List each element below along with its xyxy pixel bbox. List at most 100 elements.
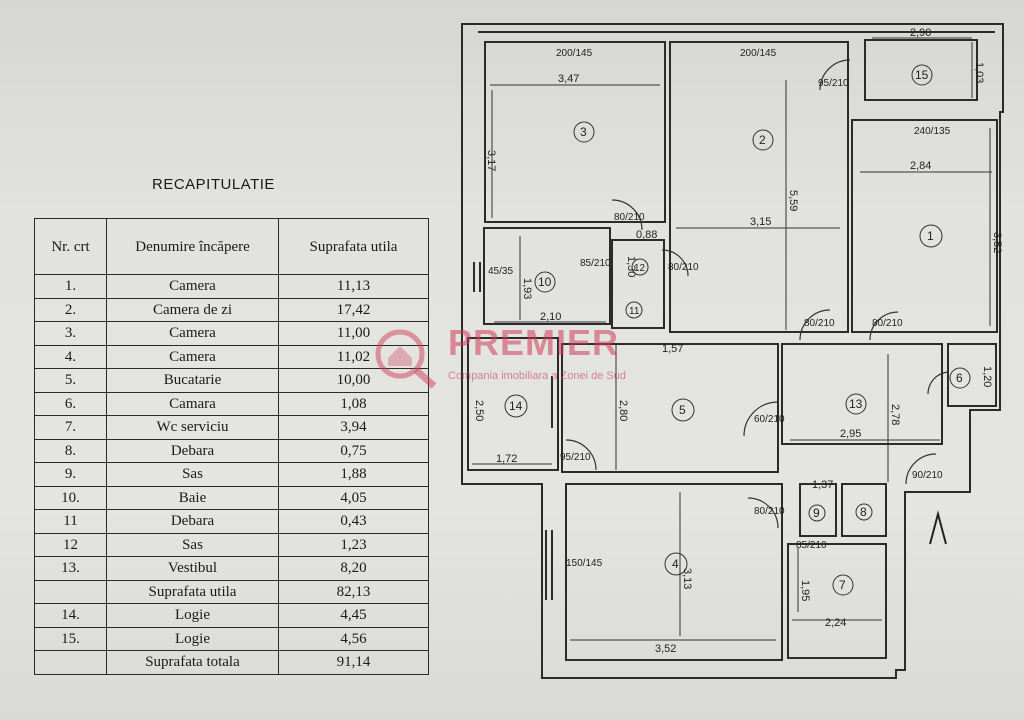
cell-nr: 14. — [34, 603, 107, 628]
room-11-12-outline — [611, 239, 665, 329]
window-label: 150/145 — [566, 558, 603, 569]
window-label: 200/145 — [740, 48, 777, 59]
dim-label: 3,15 — [750, 216, 771, 228]
door-label: 80/210 — [804, 318, 835, 329]
cell-nr: 2. — [34, 297, 107, 322]
room-number: 2 — [759, 133, 766, 147]
cell-name: Suprafata totala — [106, 650, 279, 675]
cell-name: Wc serviciu — [106, 415, 279, 440]
window-label: 45/35 — [488, 266, 513, 277]
dim-label: 2,95 — [840, 428, 861, 440]
room-number: 12 — [634, 263, 646, 274]
room-10-outline — [483, 227, 611, 325]
cell-name: Camera de zi — [106, 297, 279, 322]
cell-nr: 5. — [34, 368, 107, 393]
window-mark — [551, 376, 559, 428]
room-9-outline — [799, 483, 837, 537]
dim-label: 3,17 — [485, 150, 497, 171]
watermark: PREMIER Compania imobiliara a Zonei de S… — [356, 318, 696, 398]
door-label: 80/210 — [872, 318, 903, 329]
window-label: 200/145 — [556, 48, 593, 59]
cell-name: Logie — [106, 626, 279, 651]
cell-area: 0,75 — [278, 438, 429, 463]
door-label: 95/210 — [560, 452, 591, 463]
dim-label: 1,95 — [799, 580, 811, 601]
cell-area: 4,56 — [278, 626, 429, 651]
room-number: 14 — [509, 399, 523, 413]
cell-nr: 10. — [34, 485, 107, 510]
dim-label: 0,88 — [636, 229, 657, 241]
door-label: 80/210 — [754, 506, 785, 517]
cell-area: 8,20 — [278, 556, 429, 581]
room-number: 1 — [927, 229, 934, 243]
door-label: 90/210 — [912, 470, 943, 481]
cell-nr: 4. — [34, 344, 107, 369]
room-6-outline — [947, 343, 997, 407]
cell-nr: 6. — [34, 391, 107, 416]
door-swing — [905, 453, 937, 485]
cell-name: Debara — [106, 438, 279, 463]
room-number: 15 — [915, 68, 929, 82]
door-swing — [869, 311, 899, 341]
dim-label: 3,52 — [655, 643, 676, 655]
room-number: 6 — [956, 371, 963, 385]
dim-label: 1,72 — [496, 453, 517, 465]
door-swing — [819, 59, 851, 91]
room-number: 3 — [580, 125, 587, 139]
cell-nr: 9. — [34, 462, 107, 487]
room-3-outline — [484, 41, 666, 223]
dim-label: 3,47 — [558, 73, 579, 85]
room-2-outline — [669, 41, 849, 333]
dim-label: 2,84 — [910, 160, 931, 172]
cell-name: Camera — [106, 344, 279, 369]
cell-area: 1,88 — [278, 462, 429, 487]
door-swing — [661, 249, 689, 277]
cell-area: 4,05 — [278, 485, 429, 510]
dim-label: 1,20 — [981, 366, 993, 387]
cell-area: 17,42 — [278, 297, 429, 322]
room-number: 5 — [679, 403, 686, 417]
cell-name: Bucatarie — [106, 368, 279, 393]
cell-area: 91,14 — [278, 650, 429, 675]
door-label: 80/210 — [668, 262, 699, 273]
room-4-outline — [565, 483, 783, 661]
cell-name: Vestibul — [106, 556, 279, 581]
cell-name: Logie — [106, 603, 279, 628]
cell-nr: 12 — [34, 532, 107, 557]
header-area: Suprafata utila — [278, 218, 429, 275]
cell-nr: 1. — [34, 274, 107, 299]
cell-area: 11,13 — [278, 274, 429, 299]
cell-area: 10,00 — [278, 368, 429, 393]
recap-table: Nr. crt Denumire încăpere Suprafata util… — [34, 218, 429, 675]
cell-area: 3,94 — [278, 415, 429, 440]
dim-label: 1,93 — [521, 278, 533, 299]
door-label: 85/210 — [580, 258, 611, 269]
room-8-outline — [841, 483, 887, 537]
cell-nr — [34, 579, 107, 604]
room-1-outline — [851, 119, 998, 333]
door-swing — [743, 401, 779, 437]
dim-label: 3,52 — [991, 232, 1003, 253]
room-5-outline — [561, 343, 779, 473]
dim-label: 2,10 — [540, 311, 561, 323]
door-swing — [565, 439, 597, 471]
dim-label: 1,57 — [662, 343, 683, 355]
room-13-outline — [781, 343, 943, 445]
door-label: 60/210 — [754, 414, 785, 425]
dim-label: 2,80 — [617, 400, 629, 421]
north-arrow-icon — [929, 510, 947, 545]
dim-label: 2,24 — [825, 617, 846, 629]
